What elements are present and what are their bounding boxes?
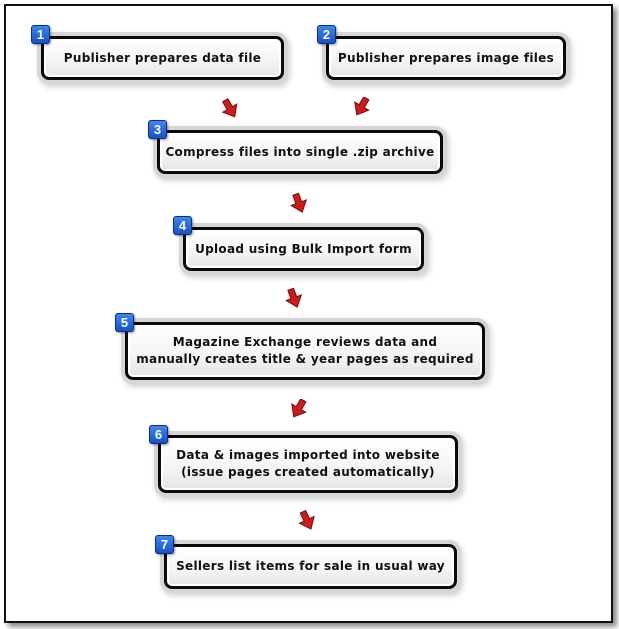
step-3-text: Compress files into single .zip archive <box>165 144 435 159</box>
step-6-box: Data & images imported into website (iss… <box>158 435 458 493</box>
step-7-box: Sellers list items for sale in usual way <box>164 544 457 589</box>
step-1-text: Publisher prepares data file <box>63 50 262 65</box>
step-2-text: Publisher prepares image files <box>337 50 555 65</box>
step-7-text: Sellers list items for sale in usual way <box>176 559 445 573</box>
step-4-box: Upload using Bulk Import form <box>183 227 424 271</box>
step-1-box: Publisher prepares data file <box>41 36 284 80</box>
step-6-badge: 6 <box>149 425 168 444</box>
arrow-3-to-4-icon <box>290 192 308 213</box>
step-6-text-line-2: (issue pages created automatically) <box>181 465 435 479</box>
arrow-5-to-6-icon <box>291 399 307 418</box>
arrow-4-to-5-icon <box>285 287 303 308</box>
step-6-text-line-1: Data & images imported into website <box>176 448 440 462</box>
step-3-box: Compress files into single .zip archive <box>157 130 443 174</box>
step-4-badge: 4 <box>173 216 192 235</box>
arrow-1-to-3-icon <box>221 98 238 118</box>
arrow-2-to-3-icon <box>354 97 370 116</box>
step-1-badge: 1 <box>31 25 50 44</box>
step-5-badge: 5 <box>115 313 134 332</box>
arrow-6-to-7-icon <box>298 509 315 530</box>
step-2-badge: 2 <box>317 25 336 44</box>
step-2-box: Publisher prepares image files <box>326 36 566 80</box>
step-3-badge: 3 <box>148 120 167 139</box>
step-4-text: Upload using Bulk Import form <box>195 241 412 256</box>
step-5-text-line-2: manually creates title & year pages as r… <box>136 352 474 366</box>
step-5-box: Magazine Exchange reviews data and manua… <box>125 322 485 380</box>
step-5-text-line-1: Magazine Exchange reviews data and <box>172 335 438 349</box>
step-7-badge: 7 <box>155 535 174 554</box>
